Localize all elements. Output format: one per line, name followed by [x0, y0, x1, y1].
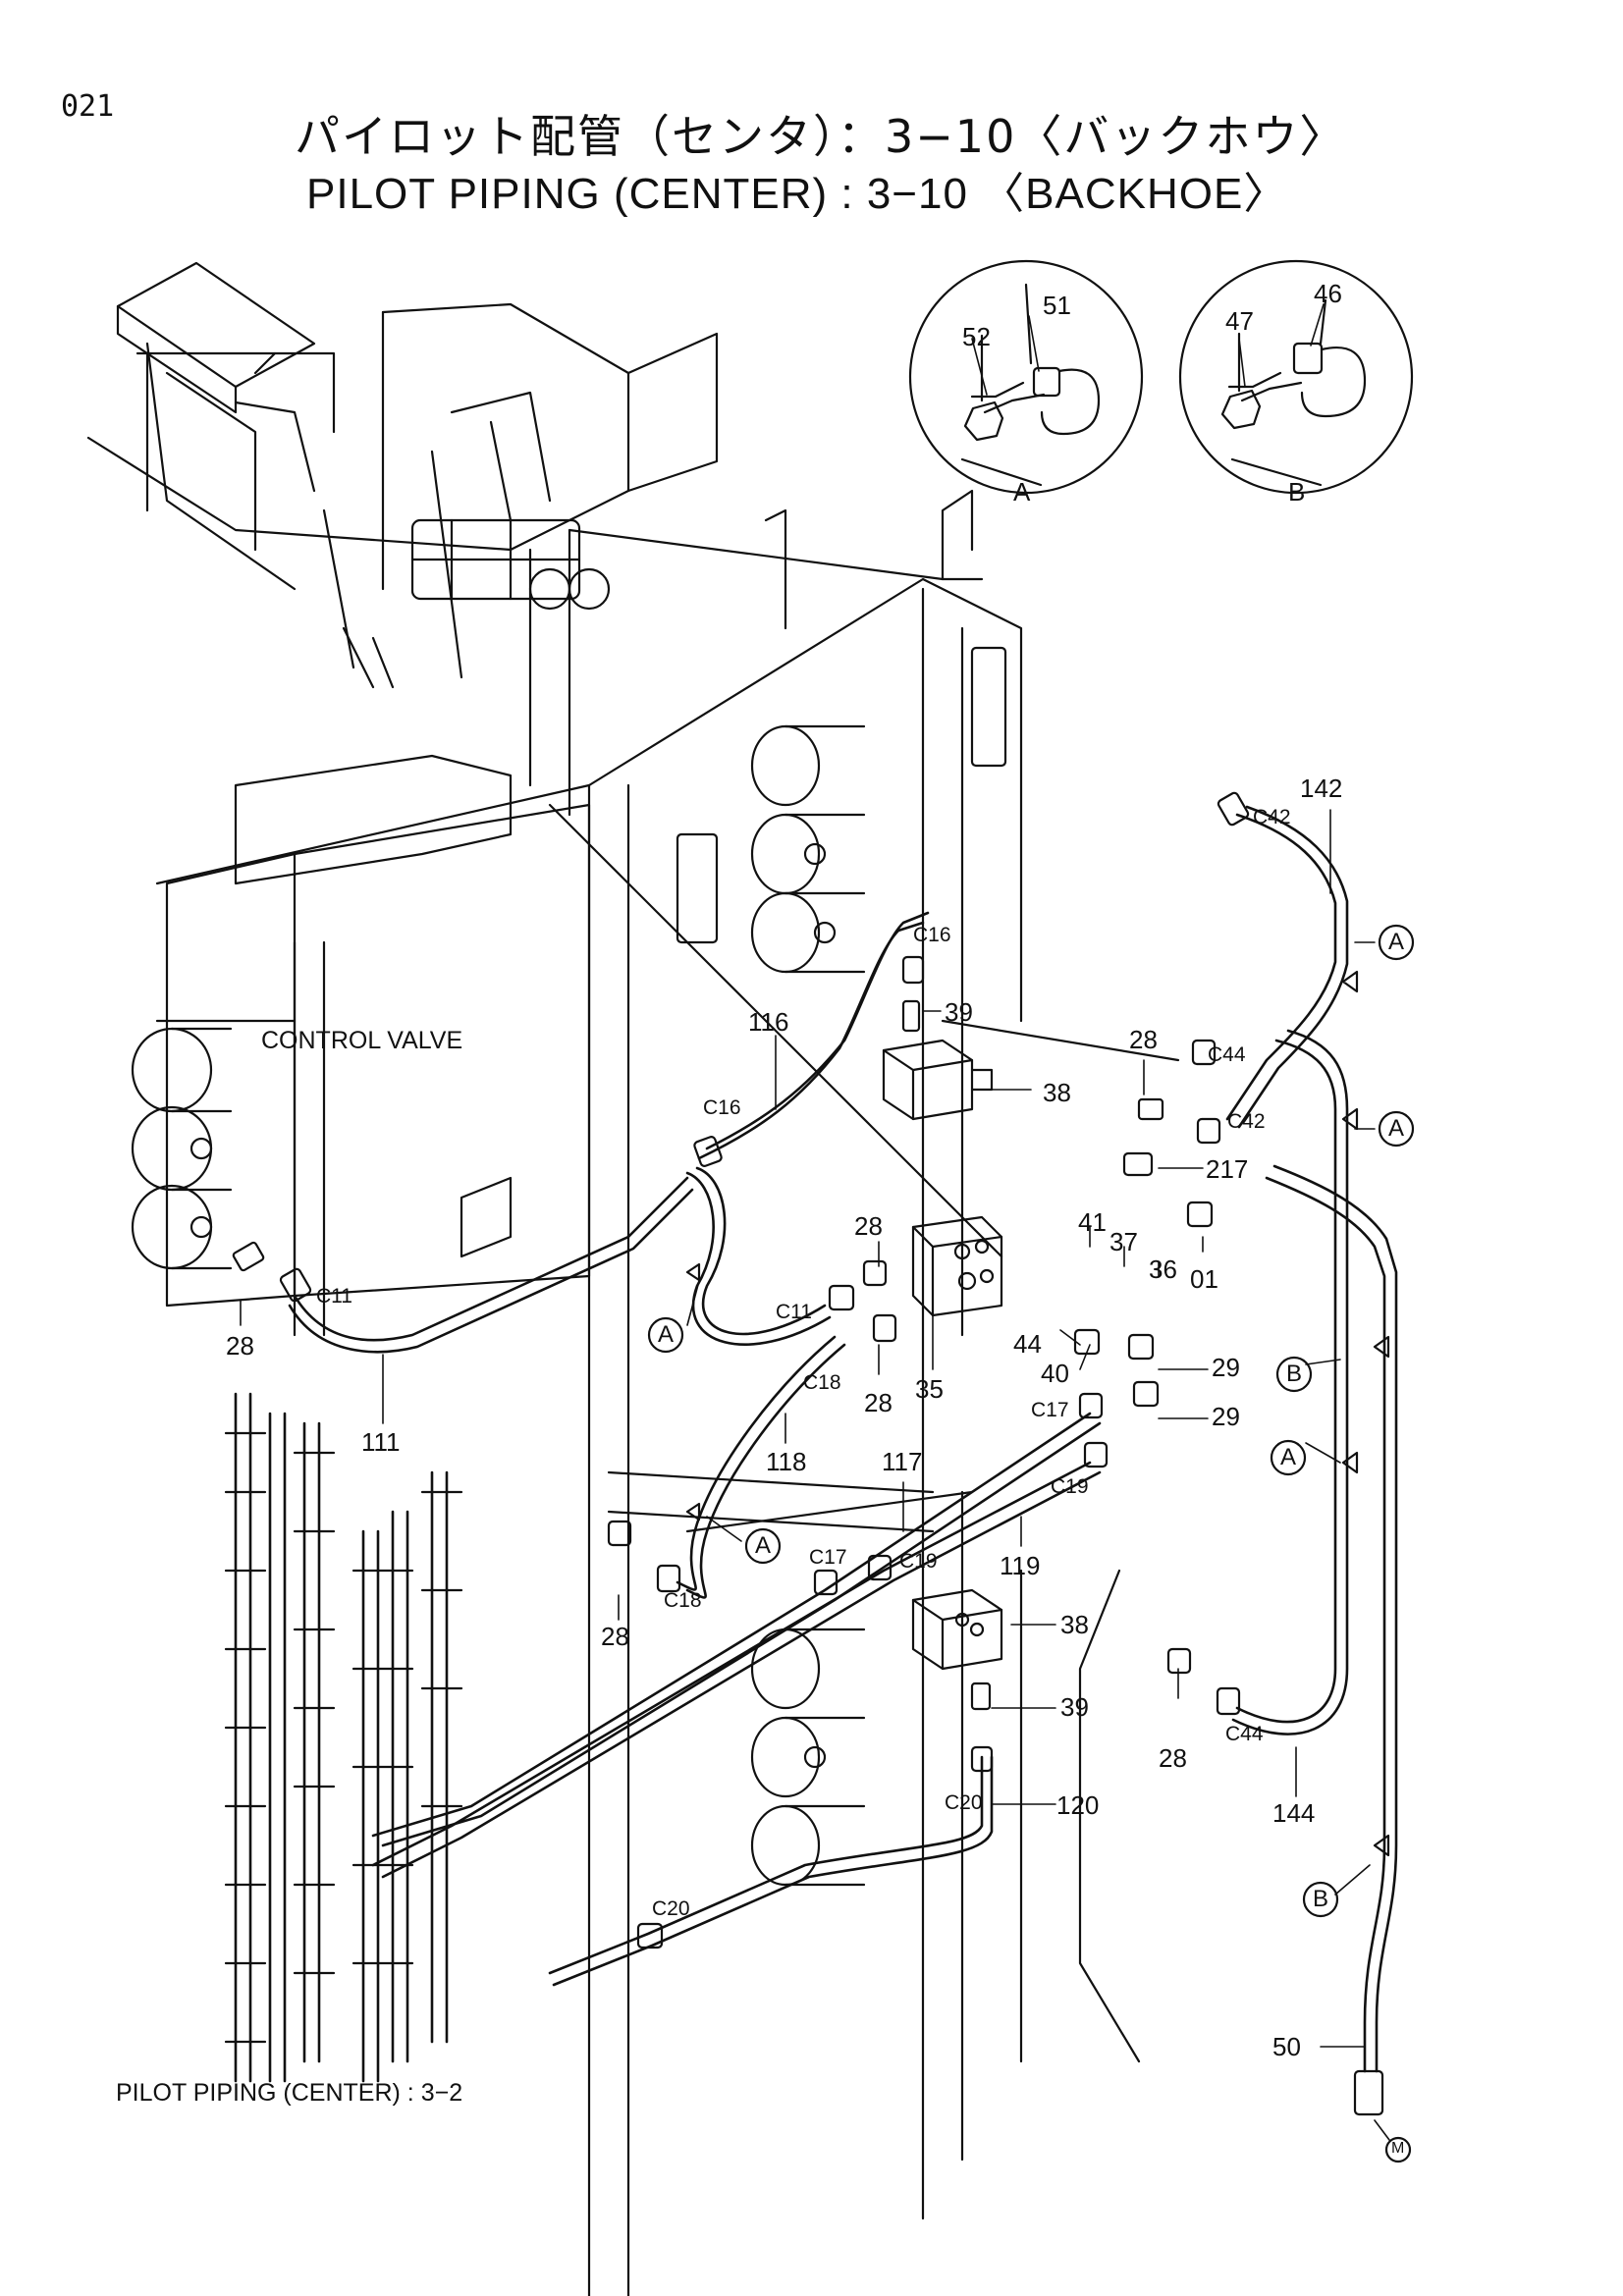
- part-111: 111: [361, 1427, 401, 1457]
- part-28-b: 28: [854, 1211, 883, 1241]
- control-valve-body: [131, 754, 591, 1308]
- code-C20-right: C20: [945, 1791, 983, 1814]
- code-C17-right: C17: [1031, 1399, 1069, 1421]
- connector-m-label: M: [1391, 2140, 1405, 2157]
- detail-b-part-46: 46: [1314, 279, 1342, 308]
- code-C11-left: C11: [316, 1285, 352, 1308]
- detail-a-part-52: 52: [962, 322, 991, 351]
- crossref-label: PILOT PIPING (CENTER) : 3−2: [116, 2079, 463, 2107]
- code-C16-top: C16: [913, 924, 951, 946]
- callout-leaders: [240, 303, 1390, 2141]
- part-116: 116: [748, 1007, 789, 1037]
- part-38-lower: 38: [1060, 1610, 1089, 1639]
- part-35: 35: [915, 1374, 944, 1404]
- code-C42-mid: C42: [1227, 1110, 1266, 1133]
- clamp-ref-a-5: A: [1280, 1444, 1297, 1470]
- part-144: 144: [1272, 1798, 1316, 1828]
- part-28-d: 28: [226, 1331, 254, 1361]
- part-44: 44: [1013, 1329, 1042, 1359]
- code-C11-mid: C11: [776, 1301, 812, 1323]
- control-valve-label: CONTROL VALVE: [261, 1027, 463, 1054]
- part-50: 50: [1272, 2032, 1301, 2061]
- clamp-ref-b-1: B: [1286, 1361, 1303, 1387]
- detail-b-part-47: 47: [1225, 306, 1254, 336]
- code-C16-mid: C16: [703, 1096, 741, 1119]
- part-142: 142: [1300, 774, 1343, 803]
- pipe-runs: [234, 805, 1398, 2083]
- part-28-a: 28: [1129, 1025, 1158, 1054]
- part-36: 36: [1149, 1255, 1177, 1284]
- part-119: 119: [1000, 1551, 1041, 1580]
- title-japanese: パイロット配管（センタ）：3−10〈バックホウ〉: [295, 110, 1347, 163]
- part-01: 01: [1190, 1264, 1218, 1294]
- code-C19-left: C19: [899, 1550, 938, 1573]
- detail-a-id: A: [1013, 477, 1031, 507]
- part-39-lower: 39: [1060, 1692, 1089, 1722]
- clamp-ref-a-3: A: [658, 1321, 675, 1348]
- part-29-b: 29: [1212, 1402, 1240, 1431]
- code-C20-left: C20: [652, 1897, 690, 1920]
- detail-circle-a: [908, 259, 1144, 495]
- code-C44-bottom: C44: [1225, 1723, 1264, 1745]
- solenoid-valve-lower: [911, 1588, 1003, 1671]
- solenoid-valve-upper: [882, 1039, 994, 1121]
- clamp-ref-a-4: A: [755, 1532, 772, 1559]
- title-english: PILOT PIPING (CENTER) : 3−10 〈BACKHOE〉: [306, 170, 1288, 218]
- part-29-a: 29: [1212, 1353, 1240, 1382]
- frame-structure: [155, 489, 1180, 2296]
- part-28-f: 28: [1159, 1743, 1187, 1773]
- code-C42-top: C42: [1253, 806, 1291, 828]
- code-C19-right: C19: [1051, 1475, 1089, 1498]
- detail-a-part-51: 51: [1043, 291, 1071, 320]
- clamp-ref-b-2: B: [1313, 1886, 1329, 1912]
- part-41: 41: [1078, 1207, 1107, 1237]
- machine-cab-outline: [86, 261, 719, 689]
- detail-b-id: B: [1288, 477, 1306, 507]
- part-37: 37: [1109, 1227, 1138, 1256]
- part-120: 120: [1056, 1790, 1100, 1820]
- code-C44-top: C44: [1208, 1043, 1246, 1066]
- part-217: 217: [1206, 1154, 1249, 1184]
- page-number: 021: [61, 89, 115, 124]
- code-C18-lower: C18: [664, 1589, 702, 1612]
- clamp-ref-a-2: A: [1388, 1115, 1405, 1142]
- part-117: 117: [882, 1447, 923, 1476]
- code-C17-left: C17: [809, 1546, 847, 1569]
- spool-column-upper: [750, 724, 866, 974]
- part-118: 118: [766, 1447, 807, 1476]
- part-28-c: 28: [864, 1388, 893, 1417]
- spool-column-lower: [750, 1628, 866, 1887]
- manifold-block: [911, 1215, 1003, 1317]
- code-C18-upper: C18: [803, 1371, 841, 1394]
- detail-circle-b: [1178, 259, 1414, 495]
- clamp-ref-circles: [647, 924, 1415, 2163]
- part-28-e: 28: [601, 1622, 629, 1651]
- clamp-ref-a-1: A: [1388, 929, 1405, 955]
- fittings: [224, 791, 1390, 2116]
- part-39-upper: 39: [945, 997, 973, 1027]
- part-38-upper: 38: [1043, 1078, 1071, 1107]
- part-40: 40: [1041, 1359, 1069, 1388]
